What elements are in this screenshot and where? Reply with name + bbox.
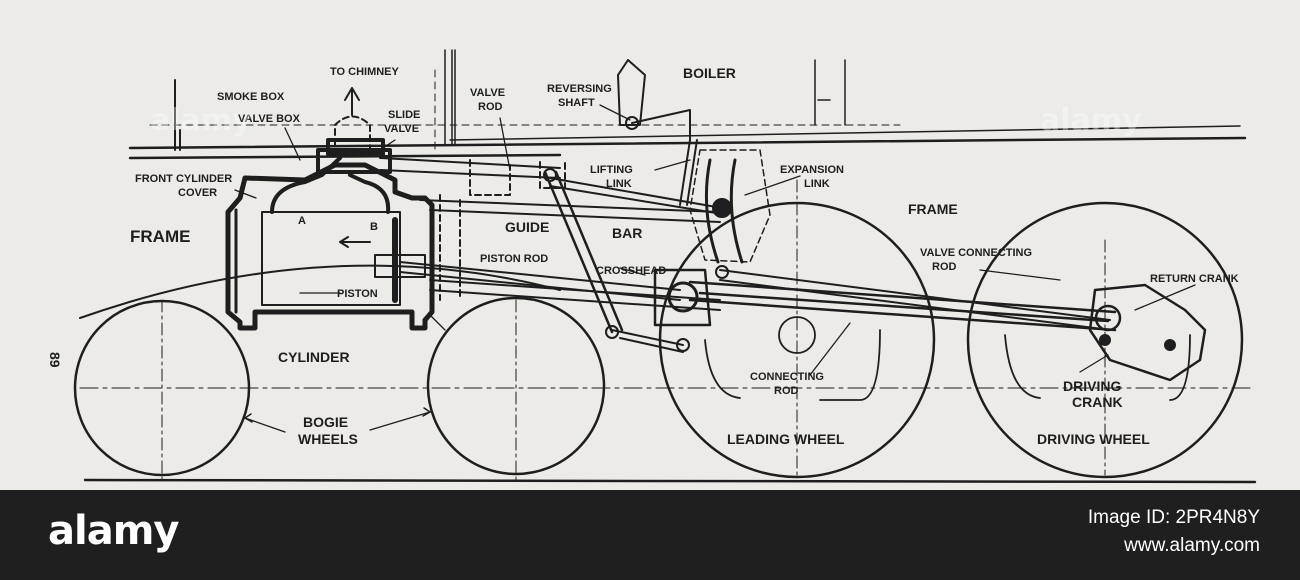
chimney-walls — [444, 49, 456, 146]
label-bogie-2: WHEELS — [298, 431, 358, 447]
crank-housing — [1088, 283, 1207, 382]
label-lifting-2: LINK — [606, 178, 632, 190]
connecting-rod — [688, 280, 1117, 332]
bogie-arc — [79, 264, 561, 319]
label-driving-crank-1: DRIVING — [1063, 378, 1121, 394]
valve-rod-guide — [469, 159, 511, 196]
driving-wheel — [966, 201, 1244, 479]
label-lifting-1: LIFTING — [590, 164, 633, 176]
union-link — [611, 329, 684, 353]
label-return-crank: RETURN CRANK — [1150, 273, 1239, 285]
label-slide-1: SLIDE — [388, 109, 420, 121]
watermark-left: alamy — [150, 103, 252, 138]
steam-passage-a — [270, 156, 342, 214]
rail-line — [83, 478, 1257, 484]
label-reversing-1: REVERSING — [547, 83, 612, 95]
label-guide: GUIDE — [505, 219, 549, 235]
combination-lever-upper — [543, 170, 624, 334]
label-leading-wheel: LEADING WHEEL — [727, 431, 845, 447]
crosshead-pin — [667, 281, 699, 313]
label-to-chimney: TO CHIMNEY — [330, 66, 400, 78]
watermark-right: alamy — [1040, 103, 1142, 138]
label-expansion-1: EXPANSION — [780, 164, 844, 176]
expansion-link-housing — [689, 149, 771, 263]
label-reversing-2: SHAFT — [558, 97, 595, 109]
label-crosshead: CROSSHEAD — [596, 265, 666, 277]
footer-image-id: Image ID: 2PR4N8Y — [1087, 507, 1260, 528]
label-valve-box: VALVE BOX — [238, 113, 301, 125]
page-number: 89 — [47, 352, 63, 368]
label-connecting-rod-2: ROD — [774, 385, 799, 397]
lifting-link — [679, 139, 698, 206]
piston-arrow — [339, 236, 371, 248]
bogie-wheel-front — [73, 299, 251, 477]
label-valve-conn-2: ROD — [932, 261, 957, 273]
boiler-line — [449, 125, 1241, 141]
leading-wheel — [658, 201, 936, 479]
footer-site: www.alamy.com — [1124, 535, 1260, 556]
label-frame-left: FRAME — [130, 227, 190, 246]
locomotive-valve-gear-diagram: TO CHIMNEY BOILER SMOKE BOX VALVE BOX SL… — [47, 49, 1257, 484]
radius-rod — [549, 177, 723, 215]
driving-wheel-boss — [1004, 334, 1191, 401]
bogie-wheel-rear — [426, 296, 606, 476]
footer-info: Image ID: 2PR4N8Y www.alamy.com — [1088, 504, 1260, 560]
label-front-cover-2: COVER — [178, 187, 217, 199]
label-frame-right: FRAME — [908, 201, 958, 217]
label-valve-rod-1: VALVE — [470, 87, 505, 99]
label-piston-rod: PISTON ROD — [480, 253, 548, 265]
label-driving-wheel: DRIVING WHEEL — [1037, 431, 1150, 447]
valve-rod-block — [539, 161, 566, 189]
label-bogie-1: BOGIE — [303, 414, 348, 430]
lever-pin-bottom — [605, 325, 619, 339]
chimney-arrow — [344, 87, 360, 116]
expansion-link — [704, 158, 744, 264]
label-valve-conn-1: VALVE CONNECTING — [920, 247, 1032, 259]
reversing-shaft-arm — [617, 59, 646, 126]
reversing-shaft-pivot — [625, 116, 639, 130]
label-port-a: A — [298, 215, 306, 227]
label-expansion-2: LINK — [804, 178, 830, 190]
crosshead-block — [653, 268, 712, 327]
stock-footer-bar: alamy Image ID: 2PR4N8Y www.alamy.com — [0, 490, 1300, 580]
label-bar: BAR — [612, 225, 642, 241]
valve-connecting-rod — [719, 269, 1111, 331]
label-slide-2: VALVE — [384, 123, 419, 135]
cylinder-body — [225, 162, 435, 331]
diagram-labels: TO CHIMNEY BOILER SMOKE BOX VALVE BOX SL… — [47, 65, 1239, 447]
footer-brand-logo: alamy — [48, 508, 179, 554]
leader-lines — [234, 104, 1196, 433]
smoke-box-mount — [174, 79, 181, 151]
label-front-cover-1: FRONT CYLINDER — [135, 173, 232, 185]
label-valve-rod-2: ROD — [478, 101, 503, 113]
leading-wheel-hub — [778, 316, 816, 354]
label-port-b: B — [370, 221, 378, 233]
valve-chest — [316, 148, 392, 174]
reversing-arm — [631, 109, 691, 141]
label-smoke-box: SMOKE BOX — [217, 91, 285, 103]
pointer-arrowheads — [244, 407, 431, 423]
label-connecting-rod-1: CONNECTING — [750, 371, 824, 383]
crank-pin — [1094, 304, 1122, 332]
label-cylinder: CYLINDER — [278, 349, 350, 365]
lever-pin-top — [543, 168, 557, 182]
diagram-linework — [73, 49, 1257, 484]
slide-valve-block — [326, 138, 385, 156]
exhaust-pipe — [334, 115, 371, 156]
return-crank-pin — [1164, 339, 1176, 351]
leading-wheel-boss — [704, 329, 881, 401]
guide-stays — [439, 194, 461, 301]
union-pin — [676, 338, 690, 352]
label-boiler: BOILER — [683, 65, 736, 81]
rear-boiler-walls — [814, 59, 846, 126]
steam-passage-b — [348, 173, 391, 214]
label-piston: PISTON — [337, 288, 378, 300]
label-driving-crank-2: CRANK — [1072, 394, 1123, 410]
frame-top-plate — [128, 136, 1247, 160]
link-bottom-pin — [715, 265, 729, 279]
